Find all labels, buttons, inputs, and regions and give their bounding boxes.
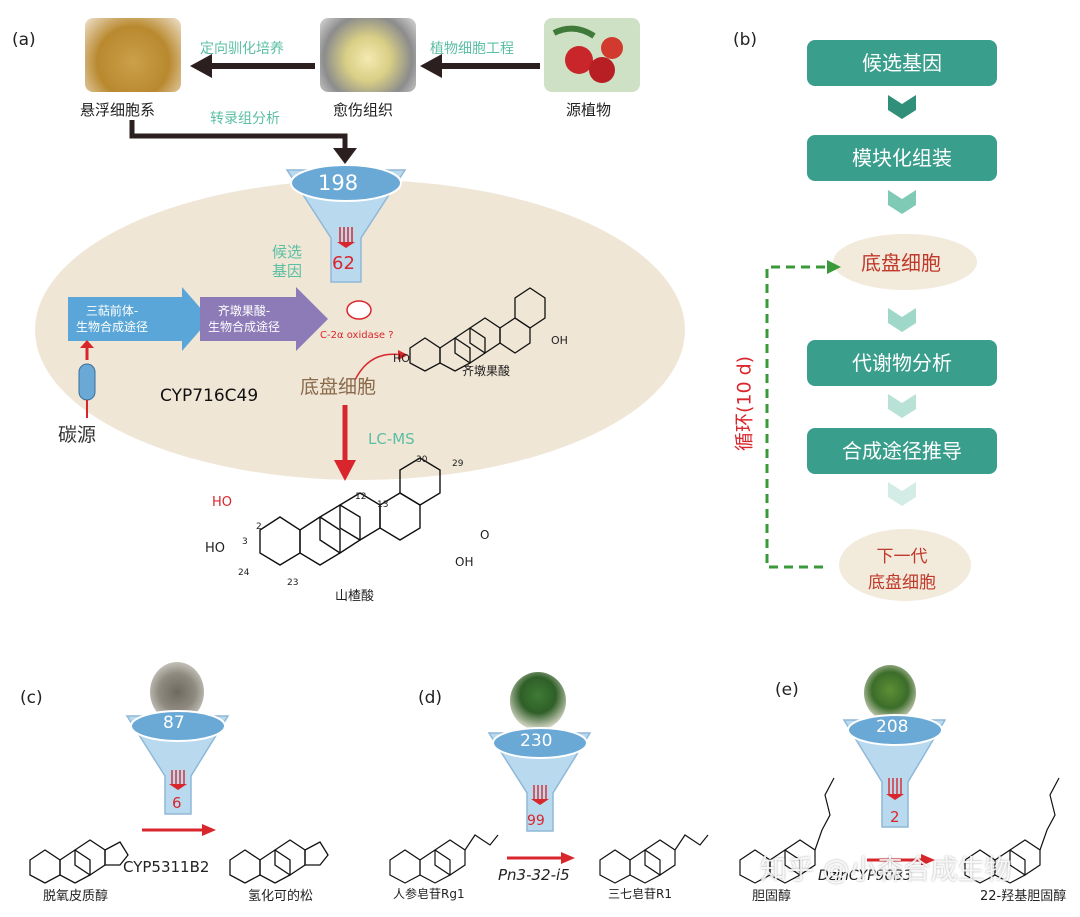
arrow-e	[867, 854, 935, 866]
panel-b-chevrons	[888, 95, 916, 506]
oxidase-arrow	[354, 350, 408, 381]
structure-d-left	[389, 834, 499, 884]
atom-29: 29	[452, 459, 464, 469]
step-candidate-gene: 候选基因	[807, 40, 997, 86]
funnel-e-top: 208	[876, 717, 909, 737]
oxidase-text: C-2α oxidase ?	[320, 330, 394, 341]
maslinic-oh: OH	[455, 555, 474, 569]
suspension-photo	[85, 18, 181, 92]
carbon-label: 碳源	[58, 424, 97, 446]
source-plant-caption: 源植物	[566, 101, 612, 119]
oleanolic-structure	[409, 287, 546, 372]
atom-12: 12	[355, 492, 367, 502]
oleanolic-ho: HO	[393, 352, 410, 365]
atom-30: 30	[416, 455, 428, 465]
panel-a-background	[35, 180, 685, 480]
pathway-arrows	[68, 287, 328, 351]
callus-caption: 愈伤组织	[333, 101, 394, 119]
maslinic-o: O	[480, 528, 490, 542]
next-gen-blob	[839, 529, 971, 601]
arrow1-text: 定向驯化培养	[200, 41, 284, 57]
maslinic-ho-top: HO	[212, 495, 233, 510]
atom-2: 2	[256, 522, 262, 532]
funnel-c-top: 87	[163, 713, 185, 733]
maslinic-caption: 山楂酸	[335, 589, 375, 604]
structure-d-right	[599, 834, 709, 884]
panel-e-label: (e)	[775, 680, 799, 700]
oleanolic-oh: OH	[551, 334, 568, 347]
step-next-gen-chassis: 下一代 底盘细胞	[868, 547, 936, 593]
enzyme-d: Pn3-32-i5	[498, 866, 570, 884]
oleanolic-path-label: 齐墩果酸- 生物合成途径	[208, 304, 281, 334]
callus-photo	[320, 18, 416, 92]
atom-23: 23	[287, 578, 299, 588]
suspension-caption: 悬浮细胞系	[80, 101, 156, 119]
step-chassis-cell: 底盘细胞	[861, 251, 941, 275]
structure-e-right	[964, 777, 1060, 884]
structure-c-right	[229, 839, 329, 884]
funnel-c	[125, 710, 230, 815]
atom-13: 13	[377, 500, 389, 510]
enzyme-label-a: CYP716C49	[160, 386, 259, 406]
panel-b-label: (b)	[733, 30, 758, 50]
funnel-c-bottom: 6	[172, 794, 182, 812]
left-c-caption: 脱氧皮质醇	[43, 889, 109, 904]
plant-photo	[544, 18, 640, 92]
panel-d-label: (d)	[418, 688, 443, 708]
right-c-caption: 氢化可的松	[248, 889, 314, 904]
chassis-blob	[833, 234, 977, 290]
enzyme-c: CYP5311B2	[123, 858, 210, 876]
maslinic-structure	[259, 457, 441, 566]
lcms-label: LC-MS	[368, 430, 415, 448]
funnel-e	[842, 714, 947, 828]
funnel-d	[487, 727, 592, 832]
arrow-c	[142, 824, 216, 836]
yam-photo	[864, 665, 916, 721]
top-arrows	[129, 54, 540, 164]
oleanolic-caption: 齐墩果酸	[462, 364, 511, 378]
cycle-label: 循环(10 d)	[733, 355, 756, 452]
funnel-a-bottom: 62	[332, 253, 355, 274]
left-d-caption: 人参皂苷Rg1	[393, 887, 465, 901]
atom-3: 3	[242, 537, 248, 547]
enzyme-e: DzinCYP90B3	[818, 868, 912, 884]
funnel-d-bottom: 99	[527, 813, 545, 829]
step-metabolite-analysis: 代谢物分析	[807, 340, 997, 386]
funnel-a	[285, 164, 407, 283]
step-pathway-deduction: 合成途径推导	[807, 428, 997, 474]
right-e-caption: 22-羟基胆固醇	[980, 889, 1067, 904]
terpene-precursor-label: 三萜前体- 生物合成途径	[76, 304, 149, 334]
arrow-d	[507, 852, 575, 864]
structure-c-left	[29, 839, 129, 884]
chassis-label-a: 底盘细胞	[300, 376, 377, 398]
funnel-e-bottom: 2	[890, 808, 900, 826]
candidate-gene-label: 候选 基因	[272, 243, 303, 280]
left-e-caption: 胆固醇	[752, 889, 792, 904]
maslinic-ho-bottom: HO	[205, 541, 226, 556]
panel-a-label: (a)	[12, 30, 36, 50]
cycle-loop	[765, 260, 841, 569]
structure-e-left	[739, 777, 835, 884]
lcms-arrow	[334, 405, 356, 481]
step-modular-assembly: 模块化组装	[807, 135, 997, 181]
watermark: 知乎 @小森合成生物	[760, 855, 1012, 886]
right-d-caption: 三七皂苷R1	[608, 887, 672, 901]
funnel-d-top: 230	[520, 731, 553, 751]
atom-24: 24	[238, 568, 250, 578]
ginseng-photo	[510, 672, 566, 730]
funnel-a-top: 198	[318, 171, 359, 195]
oxidase-circle	[346, 300, 372, 320]
arrow2-text: 植物细胞工程	[430, 41, 514, 57]
carbon-icon	[78, 340, 96, 418]
transcriptome-text: 转录组分析	[210, 111, 280, 127]
panel-c-label: (c)	[20, 688, 43, 708]
